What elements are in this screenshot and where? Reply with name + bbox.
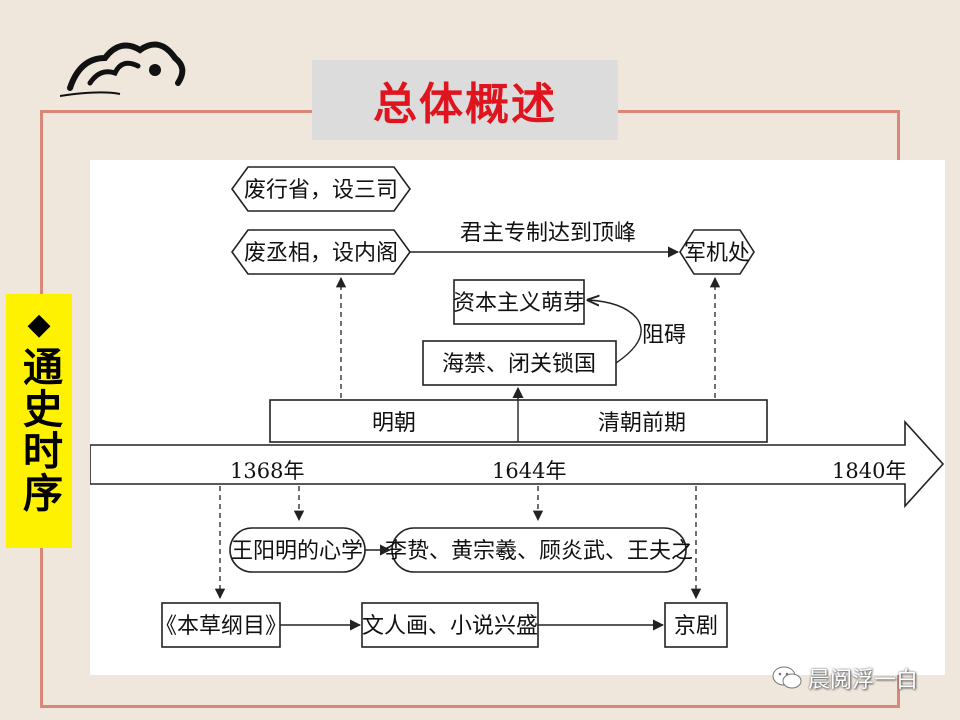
node-abolish-provinces-label: 废行省，设三司: [244, 178, 398, 203]
node-capitalism-sprouts-label: 资本主义萌芽: [453, 291, 585, 316]
timeline-diagram: 1368年 1644年 1840年 明朝 清朝前期 废行省，设三司 废丞相，设内…: [90, 166, 945, 648]
diamond-icon: ◆: [27, 307, 51, 342]
diagram-panel: 1368年 1644年 1840年 明朝 清朝前期 废行省，设三司 废丞相，设内…: [90, 160, 945, 675]
node-capitalism-sprouts: [453, 279, 585, 325]
watermark: 晨阅浮一白: [772, 662, 918, 694]
node-grand-council-label: 军机处: [684, 241, 750, 266]
node-grand-council: [679, 229, 755, 275]
hinder-arrow: [588, 300, 642, 364]
node-literati: [361, 602, 539, 648]
node-sea-ban-label: 海禁、闭关锁国: [442, 352, 596, 377]
autocracy-peak-label: 君主专制达到顶峰: [460, 221, 636, 246]
node-peking-opera: [664, 602, 728, 648]
year-label: 1644年: [492, 459, 566, 483]
node-wang-yangming-label: 王阳明的心学: [231, 539, 363, 564]
cloud-swirl-icon: [60, 41, 186, 97]
year-label: 1368年: [230, 459, 304, 483]
wechat-icon: [772, 666, 802, 689]
node-abolish-provinces: [231, 166, 411, 212]
side-label-text: 通史时序: [16, 346, 62, 514]
node-thinkers: [391, 527, 687, 573]
node-thinkers-label: 李贽、黄宗羲、顾炎武、王夫之: [385, 539, 693, 564]
node-peking-opera-label: 京剧: [674, 614, 718, 639]
node-literati-label: 文人画、小说兴盛: [362, 614, 538, 639]
side-label: ◆ 通史时序: [6, 294, 72, 548]
page-title: 总体概述: [373, 79, 557, 130]
watermark-text: 晨阅浮一白: [808, 668, 919, 693]
node-abolish-chancellor: [231, 229, 411, 275]
title-banner: 总体概述: [312, 60, 618, 140]
node-abolish-chancellor-label: 废丞相，设内阁: [244, 241, 398, 266]
period-qing: 清朝前期: [598, 411, 686, 436]
year-label: 1840年: [832, 459, 906, 483]
timeline-arrow: [90, 419, 945, 509]
node-materia-medica: [161, 602, 281, 648]
node-materia-medica-label: 《本草纲目》: [155, 614, 287, 639]
period-ming: 明朝: [372, 411, 416, 436]
hinder-label: 阻碍: [642, 323, 686, 348]
